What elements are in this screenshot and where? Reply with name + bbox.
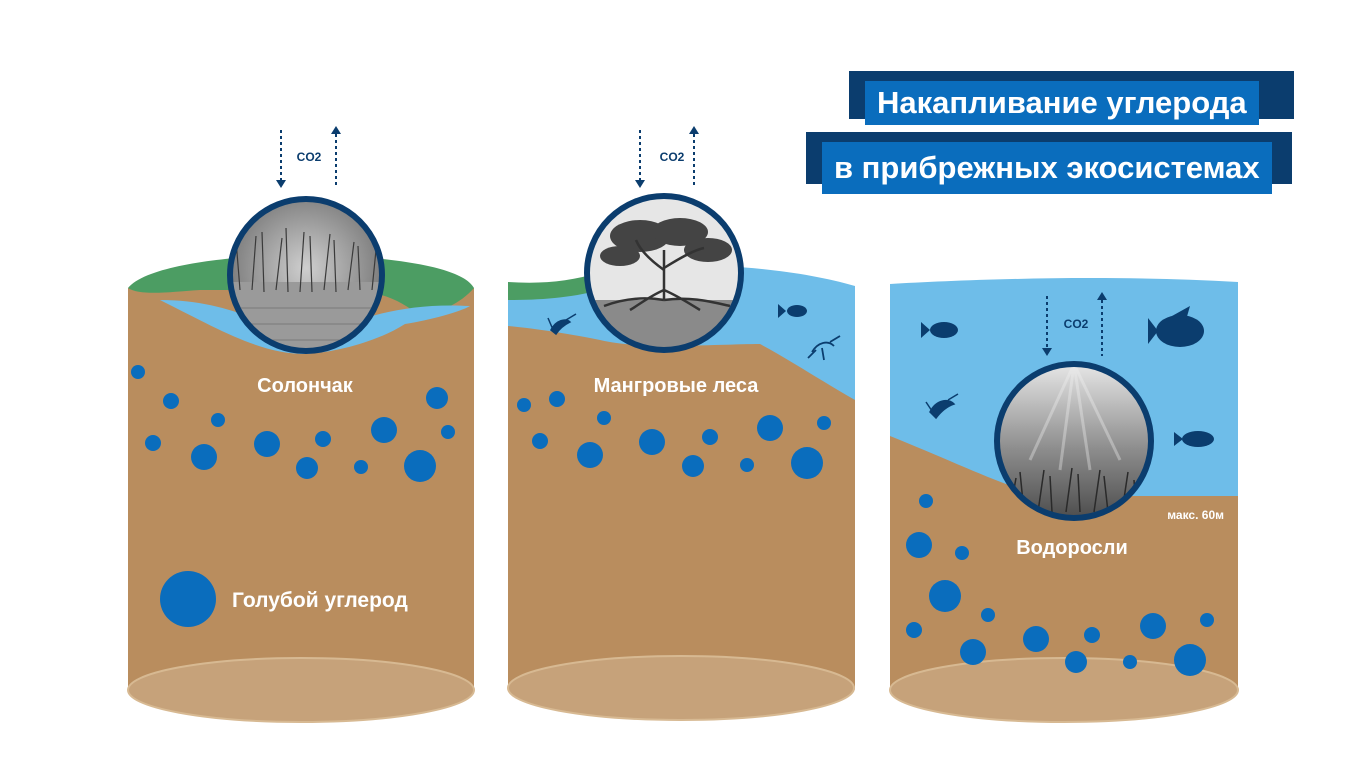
soil-body: [508, 290, 855, 721]
large-fish-icon: [1148, 306, 1204, 347]
co2-label: CO2: [297, 150, 322, 164]
krill-icon: [807, 335, 841, 361]
legend-label: Голубой углерод: [232, 589, 408, 612]
co2-label: CO2: [660, 150, 685, 164]
mangrove-shore-grass: [508, 272, 600, 300]
carbon-dots-seagrass: [906, 494, 1214, 676]
photo-frame: [584, 193, 744, 353]
co2-exchange-marsh: [276, 126, 341, 188]
ecosystem-label-mangrove: Мангровые леса: [594, 375, 760, 397]
ecosystem-label-salt-marsh: Солончак: [257, 375, 354, 397]
soil-bottom-ellipse: [127, 657, 475, 723]
ecosystem-label-seagrass: Водоросли: [1016, 537, 1128, 559]
fish-icon: [921, 322, 958, 338]
co2-label: CO2: [1064, 317, 1089, 331]
photo-frame: [994, 361, 1154, 521]
co2-exchange-mangrove: [635, 126, 699, 188]
fish-icon: [1174, 431, 1214, 447]
soil-bottom-ellipse: [889, 657, 1239, 723]
co2-exchange-seagrass: [1042, 292, 1107, 356]
legend: Голубой углерод: [160, 571, 408, 627]
shrimp-icon: [925, 393, 959, 420]
soil-bottom-ellipse: [507, 655, 855, 721]
depth-note: макс. 60м: [1167, 508, 1224, 522]
blue-carbon-circle-icon: [160, 571, 216, 627]
carbon-dots-mangrove: [517, 391, 831, 479]
photo-frame: [227, 196, 385, 354]
salt-marsh-cylinder: [127, 255, 475, 723]
mangrove-tree-photo: [584, 193, 744, 353]
soil-body: [128, 288, 474, 722]
grass-marsh-photo: [227, 196, 385, 354]
carbon-dots-marsh: [131, 365, 455, 482]
fish-icon: [778, 304, 807, 318]
shrimp-icon: [547, 313, 577, 336]
seagrass-photo: [994, 361, 1154, 521]
